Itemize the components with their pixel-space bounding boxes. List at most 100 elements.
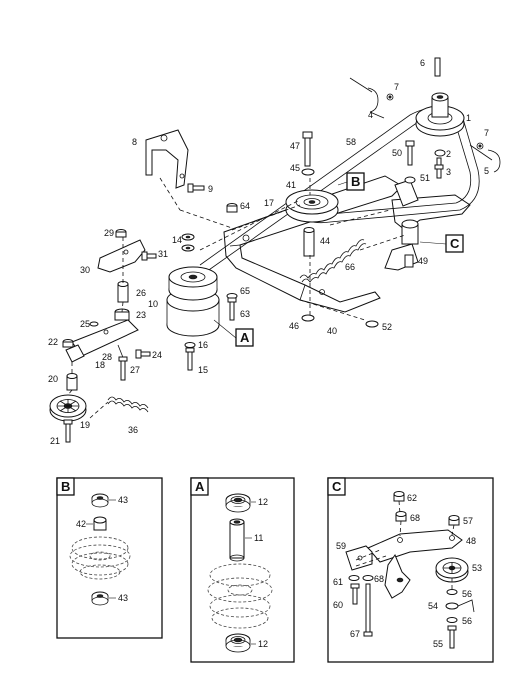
svg-text:B: B: [351, 174, 360, 189]
pulley-41: [285, 189, 339, 223]
inset-b-label-43-top: 43: [118, 495, 128, 505]
washer-61: [348, 575, 360, 581]
inset-b: B 43: [56, 477, 163, 639]
screw-31: [141, 251, 157, 261]
ghost-pulley-a: [207, 563, 273, 629]
inset-c-label-57: 57: [463, 516, 473, 526]
inset-a-label-12-top: 12: [258, 497, 268, 507]
spring-36: [107, 396, 149, 413]
spacer-42: [93, 516, 107, 531]
pulley-10: [166, 266, 220, 337]
part-label-3: 3: [446, 167, 451, 177]
inset-c-label-48: 48: [466, 536, 476, 546]
svg-text:A: A: [195, 479, 205, 494]
part-label-24: 24: [152, 350, 162, 360]
inset-c-label-61: 61: [333, 577, 343, 587]
bolt-50: [405, 140, 415, 166]
part-label-58: 58: [346, 137, 356, 147]
part-label-7: 7: [484, 128, 489, 138]
nut-57: [448, 515, 460, 526]
bolt-67: [363, 583, 373, 637]
inset-c-label-56-top: 56: [462, 589, 472, 599]
bolt-63: [227, 297, 237, 321]
part-label-4: 4: [368, 110, 373, 120]
part-label-36: 36: [128, 425, 138, 435]
part-label-45: 45: [290, 163, 300, 173]
part-label-6: 6: [420, 58, 425, 68]
bolt-27: [118, 356, 128, 381]
part-label-30: 30: [80, 265, 90, 275]
part-label-16: 16: [198, 340, 208, 350]
inset-c-label-62: 62: [407, 493, 417, 503]
part-label-23: 23: [136, 310, 146, 320]
inset-c-label-56-bottom: 56: [462, 616, 472, 626]
inset-a: A: [190, 477, 295, 663]
washer-52: [365, 320, 379, 328]
main-assembly: B C A 1234567789101415161718192021222324…: [48, 57, 501, 446]
inset-c-label-60: 60: [333, 600, 343, 610]
part-label-14: 14: [172, 235, 182, 245]
bolt-55: [447, 625, 457, 649]
bracket-30: [97, 239, 146, 273]
bearing-12-bottom: [225, 633, 251, 653]
inset-c-label-54: 54: [428, 601, 438, 611]
clip-5: [469, 142, 501, 173]
part-label-10: 10: [148, 299, 158, 309]
part-label-44: 44: [320, 236, 330, 246]
part-label-41: 41: [286, 180, 296, 190]
nut-68-top: [395, 511, 407, 522]
part-label-20: 20: [48, 374, 58, 384]
bolt-60: [350, 583, 360, 605]
part-label-46: 46: [289, 321, 299, 331]
bracket-49: [384, 219, 419, 271]
washer-16: [184, 342, 196, 348]
part-label-40: 40: [327, 326, 337, 336]
part-label-9: 9: [208, 184, 213, 194]
inset-c-label-68-top: 68: [410, 513, 420, 523]
spacer-20: [66, 373, 78, 391]
part-label-18: 18: [95, 360, 105, 370]
clip-4: [349, 77, 394, 119]
part-label-22: 22: [48, 337, 58, 347]
part-label-2: 2: [446, 149, 451, 159]
screw-9: [187, 183, 205, 193]
part-label-25: 25: [80, 319, 90, 329]
nut-22: [62, 339, 74, 348]
main-part-labels: 1234567789101415161718192021222324252627…: [48, 58, 489, 446]
key-6: [434, 57, 441, 77]
svg-text:A: A: [240, 330, 250, 345]
nut-64: [226, 203, 238, 213]
part-label-52: 52: [382, 322, 392, 332]
inset-a-label-12-bottom: 12: [258, 639, 268, 649]
part-label-7: 7: [394, 82, 399, 92]
part-label-49: 49: [418, 256, 428, 266]
callout-c: C: [419, 234, 464, 253]
washer-14: [181, 233, 195, 252]
part-label-63: 63: [240, 309, 250, 319]
pulley-1: [415, 92, 465, 137]
washer-56-top: [446, 589, 458, 595]
arm-18: [65, 319, 139, 363]
washer-68: [362, 575, 374, 581]
spacer-26: [117, 281, 129, 303]
ghost-pulley-b: [69, 536, 131, 580]
part-label-17: 17: [264, 198, 274, 208]
nut-29: [115, 229, 127, 238]
bracket-8: [145, 129, 233, 229]
bolt-21: [63, 419, 73, 443]
nut-62: [393, 491, 405, 502]
part-label-50: 50: [392, 148, 402, 158]
washer-45: [301, 168, 315, 176]
part-label-31: 31: [158, 249, 168, 259]
spacer-54: [445, 599, 475, 613]
svg-text:C: C: [450, 236, 460, 251]
part-label-29: 29: [104, 228, 114, 238]
inset-a-label-11: 11: [254, 533, 263, 543]
part-label-26: 26: [136, 288, 146, 298]
part-label-28: 28: [102, 352, 112, 362]
part-label-5: 5: [484, 166, 489, 176]
part-label-19: 19: [80, 420, 90, 430]
part-label-15: 15: [198, 365, 208, 375]
washer-56-bottom: [446, 617, 458, 623]
